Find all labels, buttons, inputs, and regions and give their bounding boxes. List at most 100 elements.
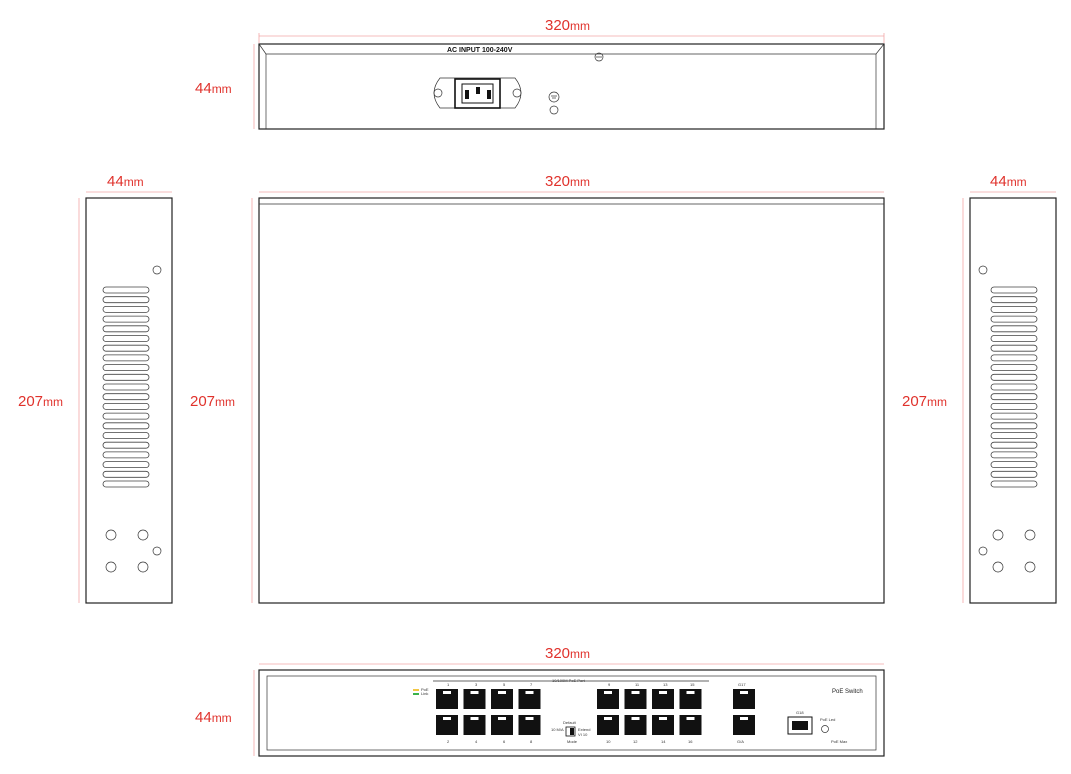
svg-text:12: 12 (633, 739, 638, 744)
svg-text:2: 2 (447, 739, 450, 744)
vent-slot (102, 325, 150, 333)
mount-hole-icon (137, 529, 149, 541)
top-depth-label: 207mm (190, 393, 235, 410)
rj45-port (436, 689, 458, 709)
vent-slot (990, 325, 1038, 333)
vent-slot (990, 296, 1038, 304)
mount-hole-icon (1024, 529, 1036, 541)
vent-slot (990, 305, 1038, 313)
poe-max-label: PoE Max (831, 739, 847, 744)
legend-link-label: Link (421, 691, 428, 696)
vent-slot (102, 432, 150, 439)
rj45-port (518, 689, 541, 709)
vent-slot (990, 402, 1038, 410)
vent-slot (102, 296, 150, 304)
front-view: 320mm 44mm PoE Link 10/100M PoE Port 1 3… (195, 645, 885, 757)
vent-slot (102, 364, 150, 372)
vent-slot (102, 441, 150, 449)
rj45-port (491, 689, 513, 709)
mode-switch: Default Extend 10 M/A VI 10 Mode (551, 720, 590, 744)
vent-slots (102, 286, 150, 488)
svg-text:5: 5 (503, 682, 506, 687)
vent-slot (102, 383, 150, 391)
ac-input-label: AC INPUT 100-240V (447, 47, 513, 54)
rj45-port-group (597, 689, 702, 735)
vent-slot (102, 451, 150, 459)
left-width-label: 44mm (107, 173, 144, 190)
vent-slot (990, 373, 1038, 381)
mount-hole-icon (1024, 561, 1036, 573)
power-inlet (433, 77, 522, 109)
rj45-port (463, 689, 486, 709)
rear-height-label: 44mm (195, 80, 232, 97)
svg-text:13: 13 (663, 682, 668, 687)
rj45-port (652, 689, 674, 709)
rj45-port (491, 715, 513, 735)
vent-slot (990, 422, 1038, 430)
rj45-port (733, 715, 755, 735)
rj45-port (733, 689, 755, 709)
rj45-port (679, 689, 702, 709)
vent-slot (990, 451, 1038, 459)
rj45-port (624, 689, 647, 709)
screw-icon (549, 105, 559, 115)
right-width-label: 44mm (990, 173, 1027, 190)
poe-led-label: PoE Led (820, 717, 835, 722)
mount-hole-icon (137, 561, 149, 573)
rear-panel (258, 43, 885, 130)
vent-slot (990, 480, 1038, 488)
poe-led-icon (413, 689, 419, 691)
vent-slot (990, 470, 1038, 478)
rj45-port (436, 715, 458, 735)
svg-text:7: 7 (530, 682, 533, 687)
front-width-label: 320mm (545, 645, 590, 662)
screw-icon (152, 265, 162, 275)
svg-text:6: 6 (503, 739, 506, 744)
vent-slot (102, 305, 150, 313)
right-panel (969, 197, 1057, 604)
top-width-label: 320mm (545, 173, 590, 190)
rj45-port (624, 715, 647, 735)
right-side-view: 44mm 207mm (902, 173, 1057, 604)
screw-icon (594, 52, 604, 62)
vent-slot (102, 480, 150, 488)
svg-text:14: 14 (661, 739, 666, 744)
svg-text:3: 3 (475, 682, 478, 687)
link-led-icon (413, 693, 419, 695)
rear-width-label: 320mm (545, 17, 590, 34)
vent-slot (102, 402, 150, 410)
left-side-view: 44mm 207mm (18, 173, 173, 604)
svg-text:9: 9 (608, 682, 611, 687)
svg-text:10: 10 (606, 739, 611, 744)
mode-left-small-label: 10 M/A (551, 727, 564, 732)
top-view: 320mm 207mm (190, 173, 885, 604)
ground-icon (548, 91, 560, 103)
vent-slot (102, 422, 150, 430)
mount-hole-icon (992, 529, 1004, 541)
vent-slot (102, 315, 150, 323)
poe-led-indicator (821, 725, 829, 733)
vent-slot (102, 470, 150, 478)
sfp-label: G18 (796, 710, 804, 715)
front-panel (258, 669, 885, 757)
svg-text:15: 15 (690, 682, 695, 687)
vent-slot (102, 373, 150, 381)
vent-slot (990, 315, 1038, 323)
uplink-bottom-label: G/A (737, 739, 744, 744)
legend-poe-label: PoE (421, 687, 429, 692)
uplink-port-group (733, 689, 755, 735)
svg-text:16: 16 (688, 739, 693, 744)
svg-text:8: 8 (530, 739, 533, 744)
rj45-port-group (436, 689, 541, 735)
vent-slot (102, 286, 150, 294)
mode-default-label: Default (563, 720, 577, 725)
vent-slot (990, 354, 1038, 362)
vent-slot (990, 286, 1038, 294)
rj45-port (652, 715, 674, 735)
rj45-port (463, 715, 486, 735)
svg-text:11: 11 (635, 682, 640, 687)
port-header-label: 10/100M PoE Port (552, 678, 586, 683)
vent-slot (990, 364, 1038, 372)
rear-view: 320mm 44mm AC INPUT 100-240V (195, 17, 885, 130)
